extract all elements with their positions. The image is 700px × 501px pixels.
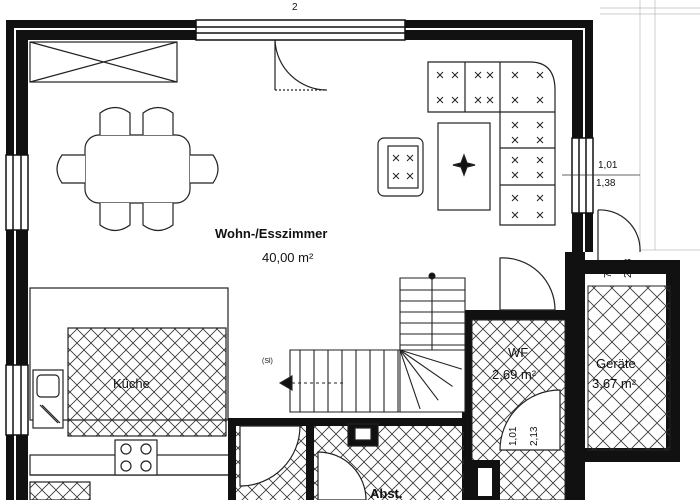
storage-area: 3,67 m² [592, 376, 637, 391]
dim-wc-door-a: 1,01 [508, 426, 519, 446]
drawing-line [474, 71, 482, 79]
wc-area: 2,69 m² [492, 367, 537, 382]
sink-icon [32, 369, 64, 429]
right-window [571, 137, 594, 214]
drawing-line [451, 71, 459, 79]
drawing-line [392, 154, 400, 162]
wc-walls [462, 310, 570, 500]
dim-window-right-bottom: 1,38 [596, 178, 616, 189]
gwe-label: G-W-E [573, 321, 584, 352]
drawing-line [536, 71, 544, 79]
drawing-line [406, 154, 414, 162]
drawing-line [392, 172, 400, 180]
closet-name: Abst. [370, 486, 403, 501]
right-door-swing [597, 209, 641, 260]
drawing-line [536, 194, 544, 202]
drawing-line [536, 171, 544, 179]
drawing-line [511, 211, 519, 219]
wc-name: WF [508, 345, 529, 360]
lower-walls [228, 418, 470, 500]
drawing-line [511, 136, 519, 144]
drawing-line [399, 349, 421, 410]
wc-door-swing [499, 257, 556, 311]
drawing-line [399, 349, 439, 401]
drawing-line [536, 96, 544, 104]
drawing-line [536, 136, 544, 144]
dim-window-right-top: 1,01 [598, 160, 618, 171]
drawing-line [436, 71, 444, 79]
kitchen-name: Küche [113, 376, 150, 391]
living-room-name: Wohn-/Esszimmer [215, 226, 328, 241]
left-windows [5, 154, 29, 436]
drawing-line [486, 96, 494, 104]
storage-name: Geräte [596, 356, 636, 371]
lower-door-swings [239, 423, 379, 500]
drawing-line [536, 211, 544, 219]
stair-sl-label: (Sl) [262, 358, 273, 365]
drawing-line [511, 194, 519, 202]
drawing-line [536, 121, 544, 129]
drawing-line [511, 171, 519, 179]
drawing-line [486, 71, 494, 79]
drawing-line [511, 156, 519, 164]
drawing-line [451, 96, 459, 104]
drawing-line [511, 121, 519, 129]
bottom-right-block [470, 460, 500, 500]
stair-steps [299, 289, 465, 412]
dining-table [56, 106, 219, 232]
drawing-line [399, 349, 453, 387]
storage-tile [587, 285, 671, 451]
staircase [278, 272, 466, 413]
wc-bottom-door [499, 389, 561, 451]
drawing-line [511, 96, 519, 104]
coffee-table [437, 122, 491, 211]
background-grid [600, 0, 700, 251]
stove-icon [114, 439, 158, 476]
drawing-line [474, 96, 482, 104]
dim-top-mark: 2 [292, 2, 298, 13]
top-door-swing [274, 39, 328, 91]
dim-right-door-a: 76 [603, 266, 614, 278]
living-room-area: 40,00 m² [262, 250, 314, 265]
drawing-line [436, 96, 444, 104]
dim-right-door-b: 2,13 [623, 258, 634, 278]
kitchen-top-cabinet [29, 41, 178, 83]
kitchen-counter [29, 287, 236, 500]
top-window [195, 19, 406, 41]
armchair [377, 137, 424, 197]
dim-wc-door-b: 2,13 [529, 426, 540, 446]
sofa-corner [427, 61, 556, 226]
drawing-line [536, 156, 544, 164]
drawing-line [399, 349, 462, 370]
drawing-line [511, 71, 519, 79]
drawing-line [406, 172, 414, 180]
